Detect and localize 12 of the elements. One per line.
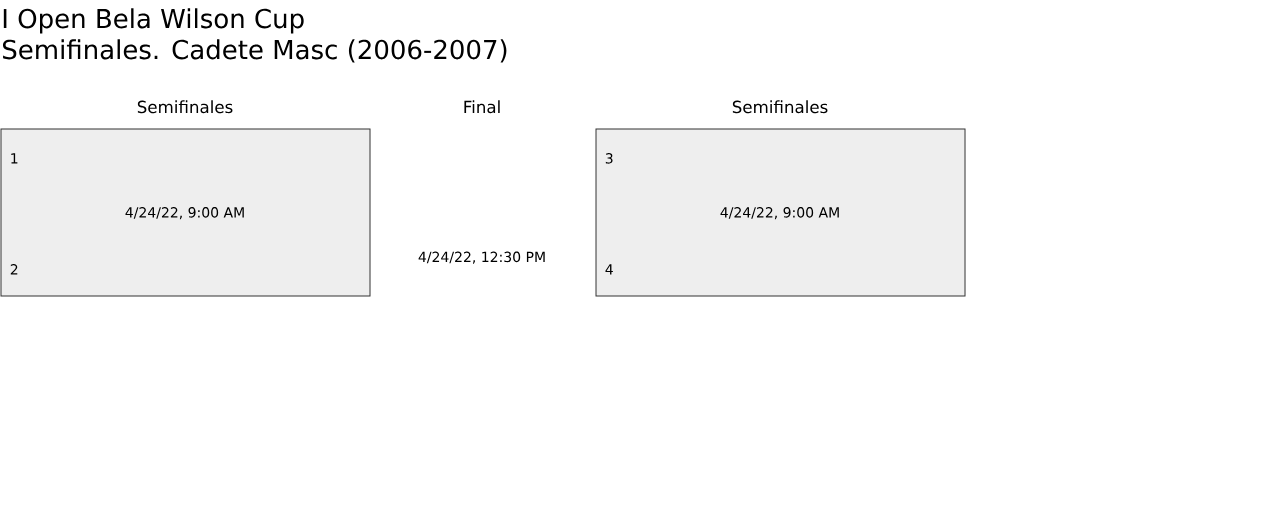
seed-number: 1 (11, 153, 18, 164)
match-time: 4/24/22, 9:00 AM (720, 207, 839, 220)
match-time: 4/24/22, 9:00 AM (125, 207, 244, 220)
subtitle: Semifinales. Cadete Masc (2006-2007) (3, 39, 507, 63)
title: I Open Bela Wilson Cup (3, 8, 304, 34)
column-heading: Semifinales (137, 100, 233, 114)
match-time: 4/24/22, 12:30 PM (418, 251, 545, 264)
column-heading: Semifinales (732, 100, 828, 114)
seed-number: 4 (605, 264, 613, 275)
seed-number: 3 (605, 153, 613, 164)
column-heading: Final (464, 100, 500, 114)
seed-number: 2 (10, 264, 18, 275)
